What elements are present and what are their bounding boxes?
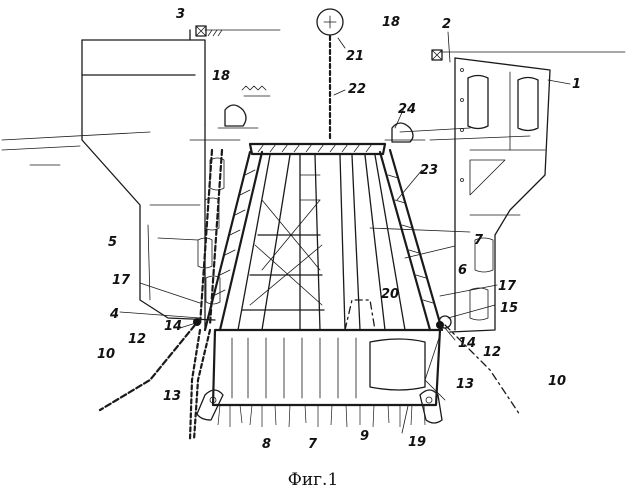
label-5: 5 <box>108 235 117 250</box>
left-winch <box>218 105 258 128</box>
label-10-left: 10 <box>97 347 115 362</box>
label-17-right: 17 <box>498 279 517 294</box>
label-3: 3 <box>176 7 185 22</box>
crane-pulley <box>317 9 343 35</box>
label-21: 21 <box>346 49 364 64</box>
label-13-right: 13 <box>456 377 474 392</box>
label-7-upper: 7 <box>474 233 484 248</box>
right-fender <box>420 390 442 423</box>
figure-caption: Фиг.1 <box>288 470 339 490</box>
label-8: 8 <box>262 437 271 452</box>
label-13-left: 13 <box>163 389 181 404</box>
hinge-points <box>193 316 451 329</box>
leader-lines <box>120 32 570 433</box>
inner-frame <box>238 155 405 330</box>
label-15: 15 <box>500 301 518 316</box>
water-marks <box>242 86 270 96</box>
label-12-left: 12 <box>128 332 146 347</box>
label-20: 20 <box>381 287 399 302</box>
label-9: 9 <box>360 429 369 444</box>
left-truss-leg <box>205 152 262 330</box>
label-7-lower: 7 <box>308 437 318 452</box>
label-1: 1 <box>572 77 581 92</box>
reference-numerals: 1 2 3 4 5 6 7 7 8 9 10 10 12 12 13 13 14… <box>97 7 581 452</box>
label-10-right: 10 <box>548 374 566 389</box>
label-18-right: 18 <box>382 15 400 30</box>
label-23: 23 <box>420 163 438 178</box>
label-14-left: 14 <box>164 319 182 334</box>
label-14-right: 14 <box>458 336 476 351</box>
caisson-body <box>213 300 440 427</box>
label-2: 2 <box>442 17 451 32</box>
label-24: 24 <box>398 102 416 117</box>
label-4: 4 <box>109 307 119 322</box>
left-side-chain <box>200 150 222 325</box>
left-hanging-chain <box>190 330 210 440</box>
top-lifting-beam <box>250 144 385 154</box>
label-6: 6 <box>458 263 467 278</box>
bollard-3 <box>196 26 222 36</box>
label-22: 22 <box>348 82 366 97</box>
label-18-left: 18 <box>212 69 230 84</box>
label-17-left: 17 <box>112 273 131 288</box>
bollard-2 <box>432 50 442 60</box>
right-winch <box>385 123 425 142</box>
label-19: 19 <box>408 435 426 450</box>
label-12-right: 12 <box>483 345 501 360</box>
